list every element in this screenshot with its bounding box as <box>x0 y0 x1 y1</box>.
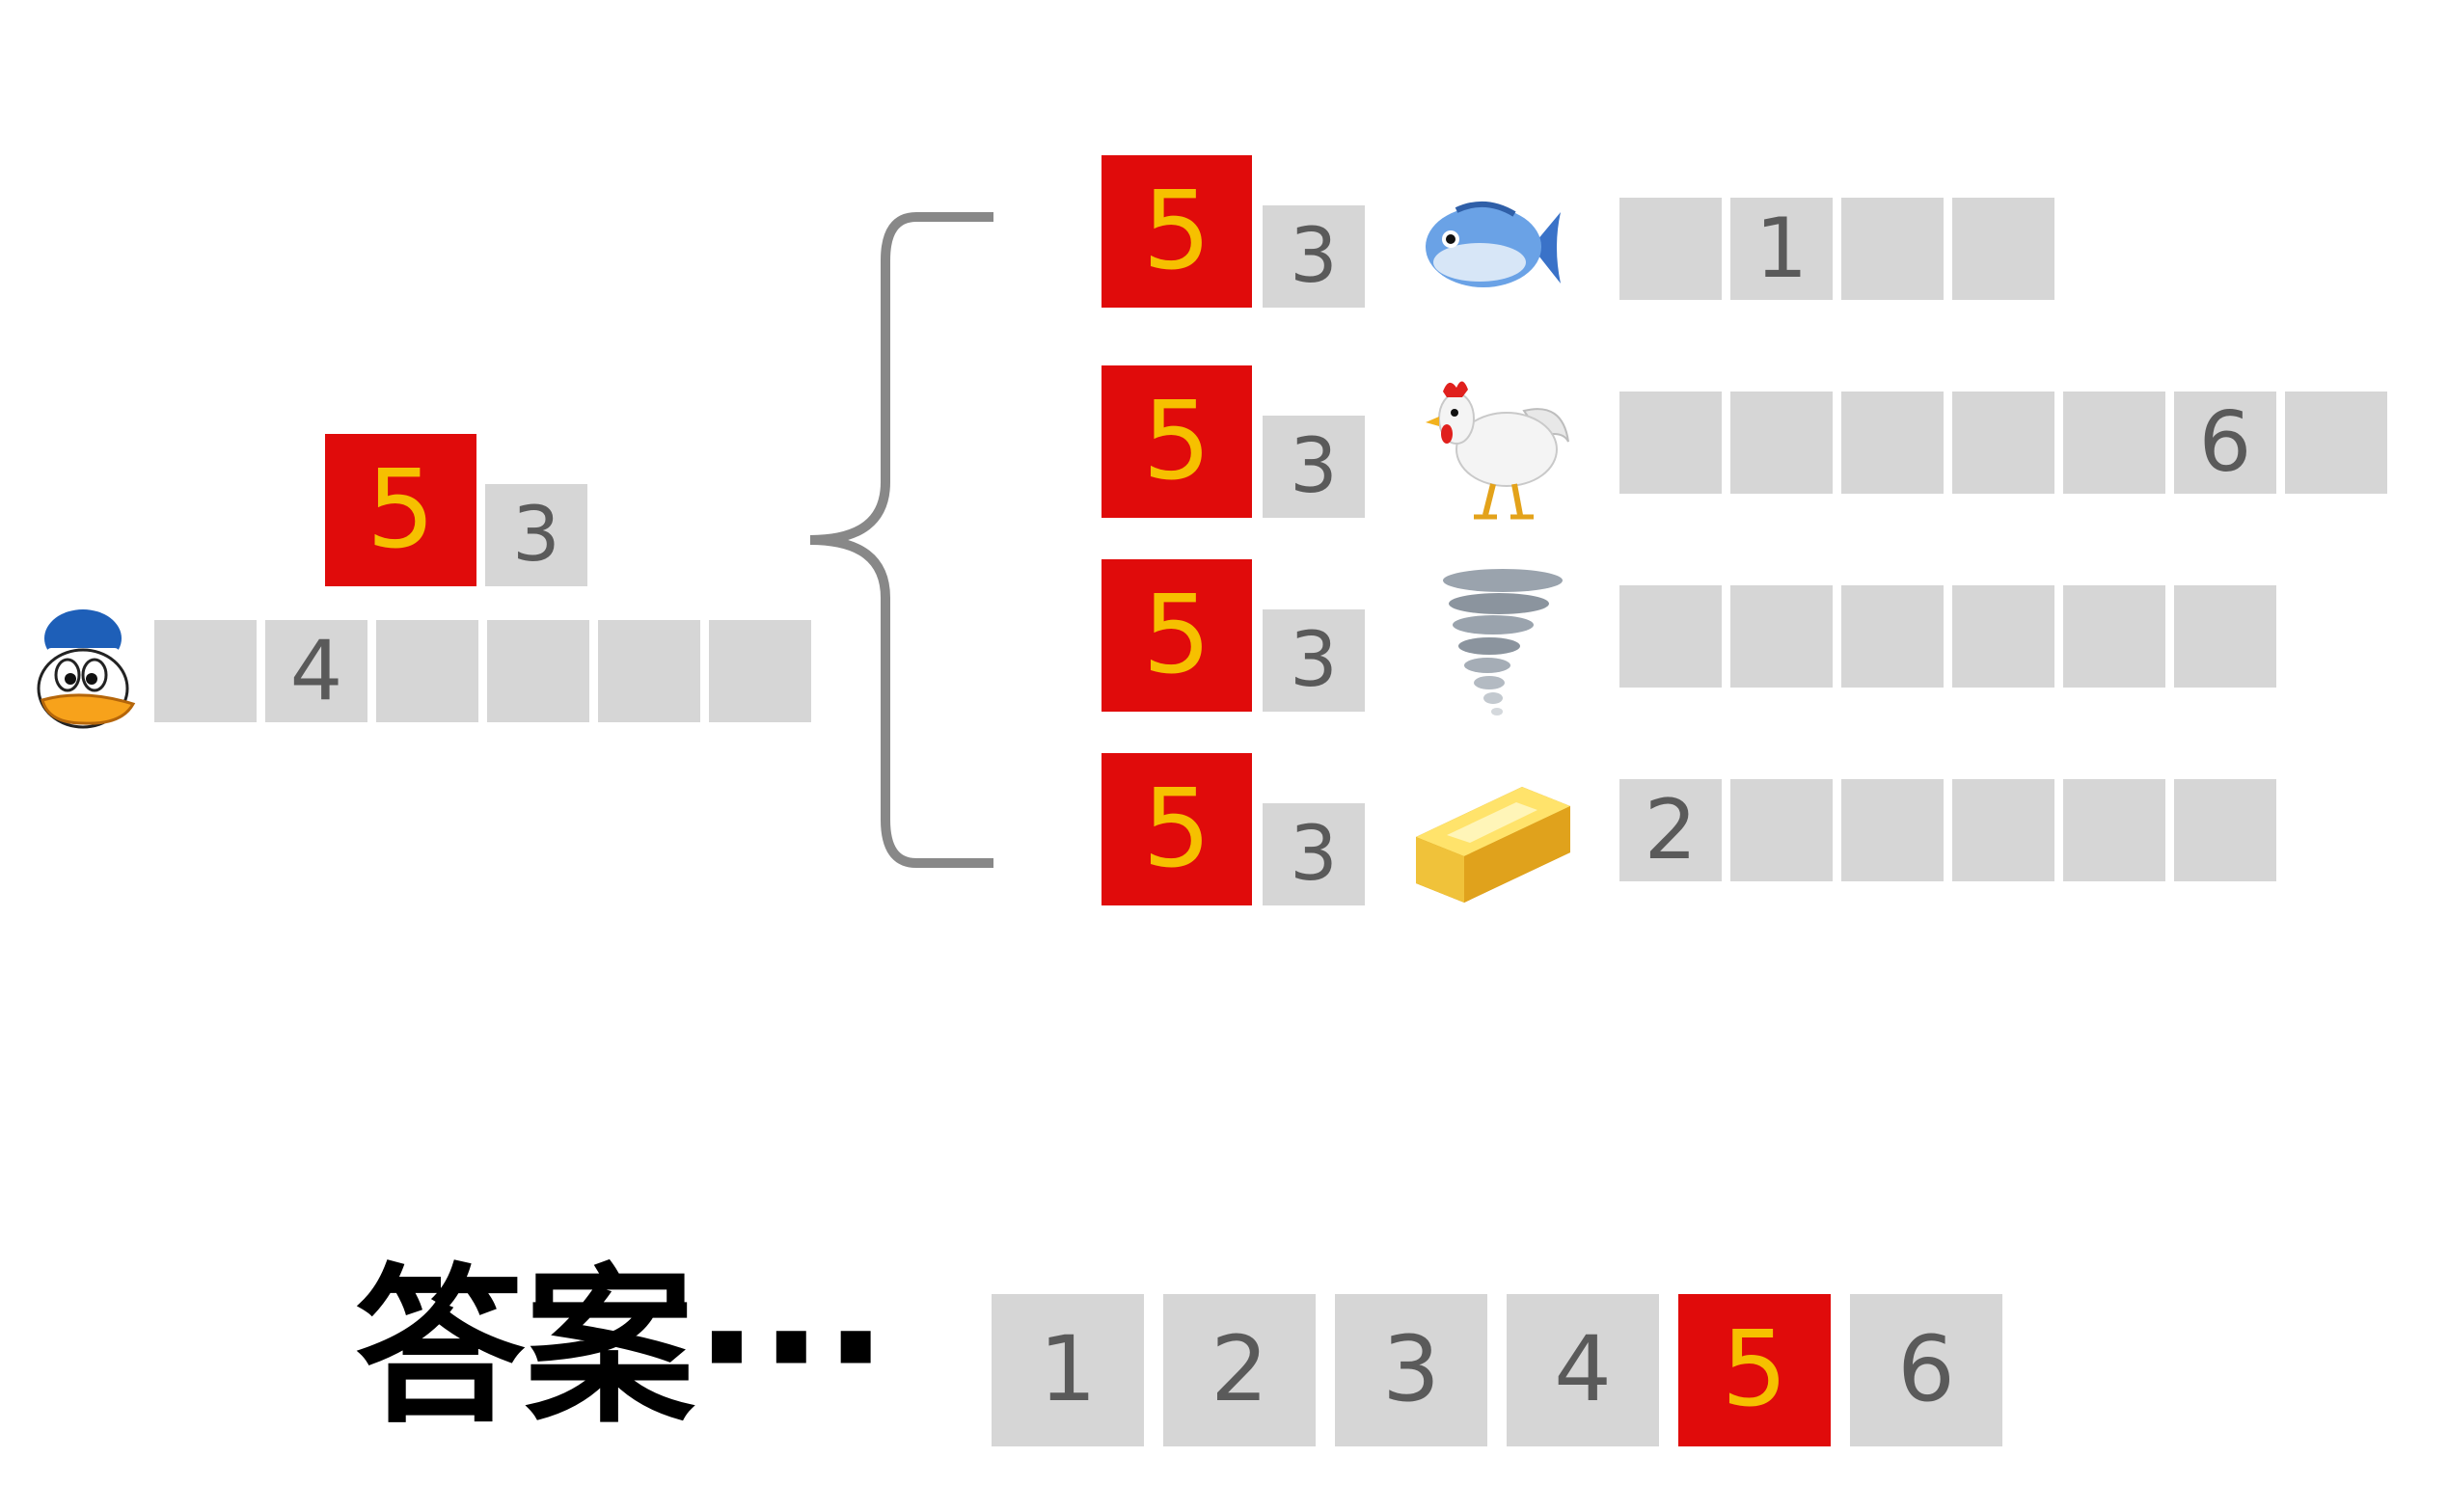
branch-3-cell-row <box>1619 585 2276 688</box>
cell: 2 <box>1619 779 1722 881</box>
cell <box>2063 392 2165 494</box>
cell <box>376 620 478 722</box>
answer-cell: 1 <box>992 1294 1144 1446</box>
curly-brace <box>809 212 993 868</box>
cell <box>1841 392 1944 494</box>
cell <box>1841 779 1944 881</box>
answer-cell: 3 <box>1335 1294 1487 1446</box>
branch-1-gray-badge: 3 <box>1263 205 1365 308</box>
cell <box>709 620 811 722</box>
answer-cell: 6 <box>1850 1294 2002 1446</box>
answer-cell-highlighted: 5 <box>1678 1294 1831 1446</box>
left-gray-badge: 3 <box>485 484 587 586</box>
branch-4-cell-row: 2 <box>1619 779 2276 881</box>
cell <box>2063 779 2165 881</box>
donald-duck-icon <box>29 600 137 744</box>
cell <box>154 620 257 722</box>
branch-3-gray-badge: 3 <box>1263 609 1365 712</box>
branch-4-gray-badge: 3 <box>1263 803 1365 905</box>
cell <box>1952 198 2054 300</box>
cell <box>1841 585 1944 688</box>
left-red-badge: 5 <box>325 434 476 586</box>
fish-icon <box>1418 191 1563 307</box>
cell <box>1619 392 1722 494</box>
cell <box>2285 392 2387 494</box>
tornado-icon <box>1426 567 1570 725</box>
cell <box>598 620 700 722</box>
cell <box>1952 392 2054 494</box>
cell <box>1619 198 1722 300</box>
left-cell-row: 4 <box>154 620 811 722</box>
branch-1-red-badge: 5 <box>1102 155 1252 308</box>
cell <box>1952 779 2054 881</box>
answer-label: 答案··· <box>355 1249 888 1446</box>
branch-1-cell-row: 1 <box>1619 198 2054 300</box>
cell: 4 <box>265 620 367 722</box>
branch-2-gray-badge: 3 <box>1263 416 1365 518</box>
branch-4-red-badge: 5 <box>1102 753 1252 905</box>
answer-cell: 4 <box>1507 1294 1659 1446</box>
cell <box>2063 585 2165 688</box>
cell <box>1952 585 2054 688</box>
rooster-icon <box>1418 372 1572 526</box>
branch-3-red-badge: 5 <box>1102 559 1252 712</box>
answer-row: 1 2 3 4 5 6 <box>992 1294 2002 1446</box>
gold-ingot-icon <box>1408 779 1578 914</box>
answer-cell: 2 <box>1163 1294 1316 1446</box>
cell <box>1730 585 1833 688</box>
branch-2-red-badge: 5 <box>1102 365 1252 518</box>
cell <box>1730 779 1833 881</box>
cell: 1 <box>1730 198 1833 300</box>
cell <box>1619 585 1722 688</box>
cell <box>2174 779 2276 881</box>
cell: 6 <box>2174 392 2276 494</box>
branch-2-cell-row: 6 <box>1619 392 2387 494</box>
cell <box>487 620 589 722</box>
cell <box>1841 198 1944 300</box>
cell <box>1730 392 1833 494</box>
cell <box>2174 585 2276 688</box>
